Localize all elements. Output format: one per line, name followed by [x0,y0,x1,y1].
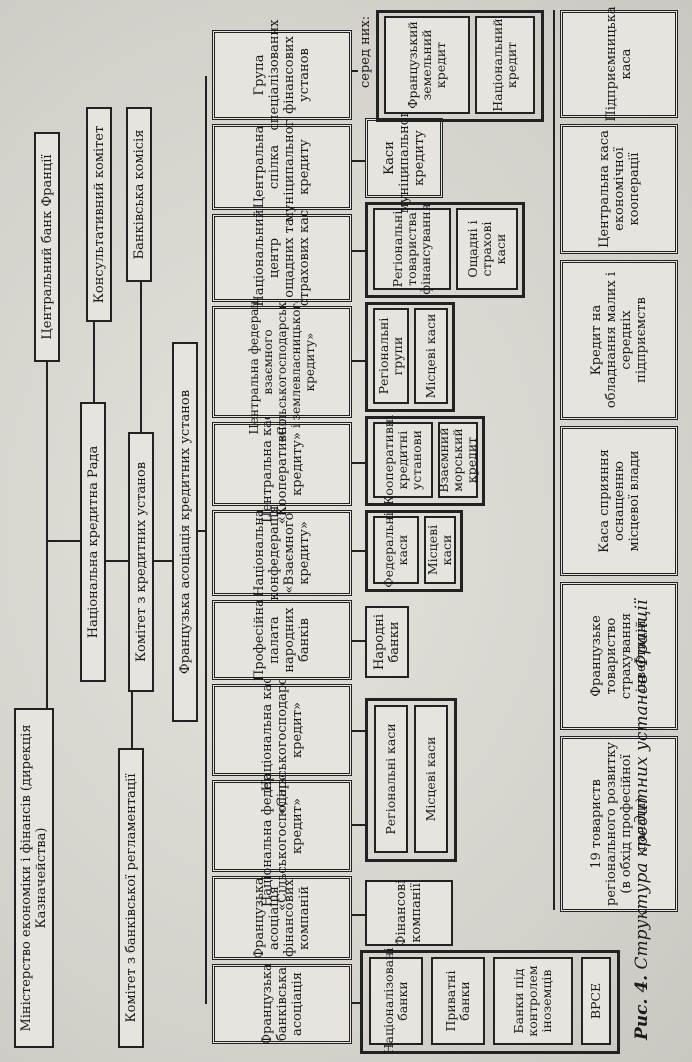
connector [46,362,48,708]
national-credit-council-box: Національна кредитна Рада [80,402,106,682]
connector [352,250,365,252]
ministry-box: Міністерство економіки і фінансів (дирек… [14,708,54,1048]
sub-box: Банки під контролем іноземців [493,957,573,1045]
sub-box: Національний кредит [475,16,535,114]
connector [352,550,365,552]
bottom-box: 19 товариств регіонального розвитку (в о… [560,736,678,912]
connector [352,462,365,464]
connector [352,360,365,362]
banks-group: Націоналізовані банки Приватні банки Бан… [360,948,620,1054]
credit-institutions-committee-box: Комітет з кредитних установ [128,432,154,692]
figure-caption: Рис. 4. Структура кредитних установ Фран… [632,580,656,1040]
connector [352,824,365,826]
member-box: Група спеціалізованих фінансових установ [212,20,352,130]
finance-companies-box: Фінансові компанії [365,880,453,946]
connector [352,160,365,162]
coop-group: Кооперативні кредитні установи Взаємний … [365,415,485,506]
bottom-box: Центральна каса економічної кооперації [560,124,678,254]
bottom-box: Кредит на обладнання малих і середніх пі… [560,260,678,420]
connector [154,560,172,562]
among-them-label: серед них: [358,15,373,88]
sub-box: Приватні банки [431,957,485,1045]
banking-regulation-committee-box: Комітет з банківської регламентації [118,748,144,1048]
people-banks-box: Народні банки [365,606,409,678]
municipal-box: Каси муніципального кредиту [365,103,443,213]
sub-box: Місцеві каси [424,516,456,584]
sub-box: Регіональні товариства фінансування [373,203,451,295]
member-box: Центральна спілка муніципального кредиту [212,112,352,222]
connector [106,560,128,562]
member-box: Національна каса «Сільськогосподарський … [212,645,352,815]
banking-commission-box: Банківська комісія [126,107,152,282]
sub-box: Регіональні каси [374,705,408,853]
member-box: Французька банківська асоціація [212,963,352,1045]
connector [352,914,365,916]
bottom-box: Каса сприяння оснащенню місцевої влади [560,426,678,576]
sub-box: Місцеві каси [414,308,448,404]
sub-box: Взаємний морський кредит [436,422,479,498]
connector [352,640,365,642]
bottom-box: Підприємницька каса [560,6,678,122]
specialized-group: Французький земельний кредит Національни… [376,10,544,122]
sub-box: Регіональні групи [373,308,409,404]
sub-box: Місцеві каси [414,705,448,853]
bottom-bus [553,10,555,910]
member-box: Національний центр ощадних та страхових … [212,209,352,307]
central-bank-box: Центральний банк Франції [34,132,60,362]
consultative-committee-box: Консультативний комітет [86,107,112,322]
connector [93,322,95,402]
sub-box: Французький земельний кредит [384,16,470,114]
member-box: Центральна федерація взаємного «Сільсько… [212,281,352,443]
connector [352,730,365,732]
sub-box: Федеральні каси [373,512,419,588]
member-box: Професійна палата народних банків [212,599,352,681]
french-association-box: Французька асоціація кредитних установ [172,342,198,722]
connector [352,70,358,72]
mutual-group: Федеральні каси Місцеві каси [365,510,463,592]
connector [140,282,142,432]
connector [48,540,80,542]
agri-mutual-group: Регіональні групи Місцеві каси [365,302,455,412]
sub-box: Кооперативні кредитні установи [373,415,433,505]
connector [352,1002,360,1004]
sub-box: Ощадні і страхові каси [456,208,518,290]
caption-label: Рис. 4. [632,974,652,1040]
sub-box: BPCE [581,957,611,1045]
connector [198,530,205,532]
savings-group: Регіональні товариства фінансування Ощад… [365,202,525,298]
bottom-box: Французьке товариство страхування інвест… [560,582,678,730]
connector [131,692,133,748]
caption-text: Структура кредитних установ Франції [632,599,652,970]
member-bus [205,76,207,1004]
sub-box: Націоналізовані банки [369,948,423,1054]
agri-federation-group: Регіональні каси Місцеві каси [365,698,457,862]
